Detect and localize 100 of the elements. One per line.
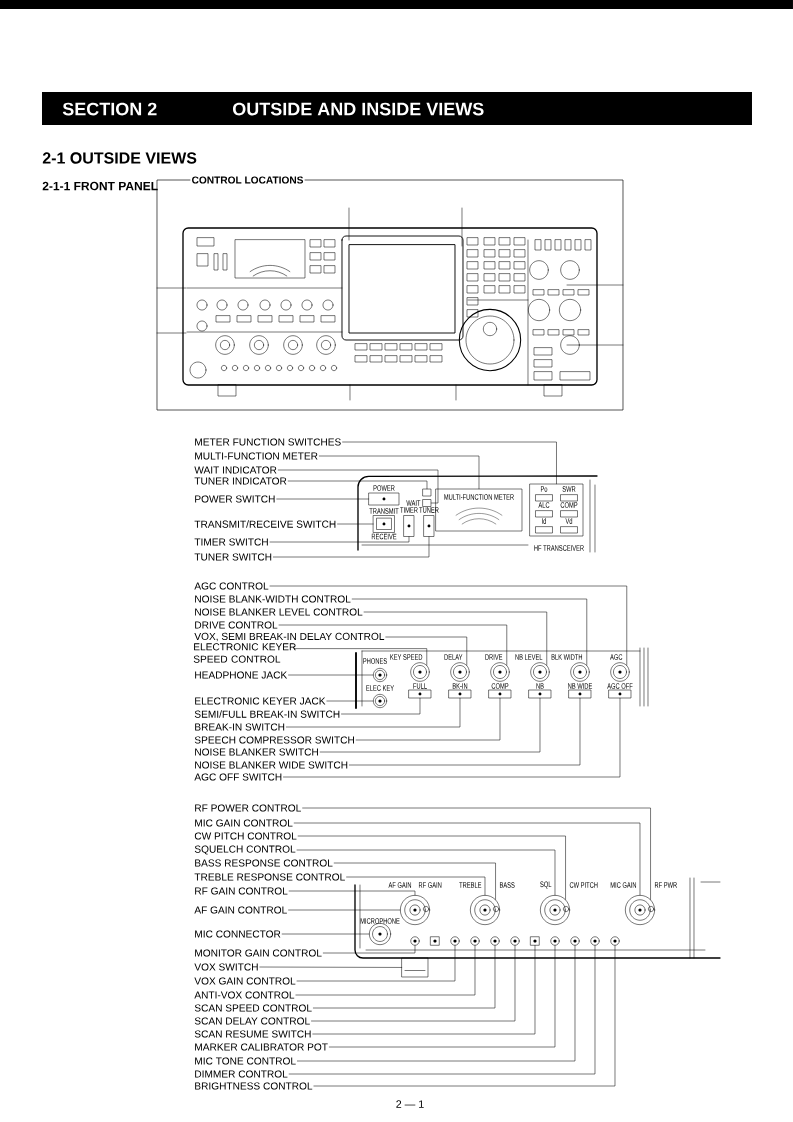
panel-label: POWER — [373, 485, 395, 491]
callout-label: TUNER INDICATOR — [194, 477, 287, 485]
panel-label: SQL — [540, 881, 552, 889]
panel-label: TREBLE — [459, 882, 482, 888]
panel-label: AF GAIN — [388, 882, 412, 888]
callout-label: DIMMER CONTROL — [195, 1070, 288, 1078]
panel-label: MULTI-FUNCTION METER — [444, 494, 514, 500]
callout-label: MIC GAIN CONTROL — [195, 819, 293, 827]
section-header: SECTION 2 OUTSIDE AND INSIDE VIEWS — [42, 92, 752, 125]
leader-line — [281, 933, 370, 935]
callout-label: VOX GAIN CONTROL — [194, 977, 296, 985]
leader-line — [313, 945, 496, 1009]
callout-label: TUNER SWITCH — [194, 553, 272, 561]
leader-line — [295, 945, 476, 996]
leader-line — [385, 636, 468, 666]
leader-line — [297, 835, 566, 900]
panel-label: ALC — [538, 502, 550, 508]
leader-line — [276, 498, 369, 500]
callout-label: BRIGHTNESS CONTROL — [195, 1082, 313, 1090]
leader-line — [288, 890, 416, 896]
leader-line — [342, 441, 557, 484]
leader-line — [355, 698, 501, 741]
panel-label: NB — [536, 683, 544, 689]
callout-label: METER FUNCTION SWITCHES — [195, 438, 341, 446]
panel-label: FULL — [413, 683, 427, 689]
callout-label: MONITOR GAIN CONTROL — [195, 949, 322, 957]
panel-label: ELEC KEY — [366, 685, 394, 691]
control-knob — [590, 936, 600, 946]
callout-label: NOISE BLANKER WIDE SWITCH — [195, 761, 348, 769]
push-switch — [530, 936, 540, 946]
panel-label: Id — [542, 518, 546, 524]
panel-label: NB WIDE — [568, 683, 593, 689]
panel-label: TRANSMIT — [369, 508, 399, 514]
panel-label: MICROPHONE — [360, 918, 400, 924]
callout-label: BASS RESPONSE CONTROL — [195, 859, 333, 867]
callout-label: MULTI-FUNCTION METER — [195, 452, 318, 460]
panel-label: DELAY — [444, 654, 463, 660]
leader-line — [329, 945, 556, 1048]
section-heading: 2-1 OUTSIDE VIEWS — [42, 152, 197, 164]
control-knob — [550, 936, 560, 946]
leader-line — [293, 822, 641, 896]
callout-label: AGC OFF SWITCH — [194, 773, 282, 781]
panel-label: RF PWR — [654, 882, 677, 888]
leader-line — [313, 945, 616, 1087]
callout-label: NOISE BLANKER LEVEL CONTROL — [195, 608, 363, 616]
panel-label: NB LEVEL — [515, 654, 543, 660]
panel-label: AGC — [610, 654, 623, 660]
panel-label: COMP — [491, 683, 509, 689]
label: SECTION 2 — [62, 102, 157, 116]
callout-label: SCAN RESUME SWITCH — [194, 1030, 311, 1038]
panel-label: Vd — [565, 518, 573, 524]
leader-line — [346, 876, 486, 896]
callout-label: SEMI/FULL BREAK-IN SWITCH — [194, 710, 340, 718]
panel-label: WAIT — [406, 500, 421, 506]
leader-line — [288, 674, 374, 676]
panel-label: TIMER — [400, 507, 418, 513]
control-knob — [610, 936, 620, 946]
panel-label: RECEIVE — [371, 533, 397, 540]
slide-switch — [401, 957, 429, 978]
leader-line — [259, 966, 402, 968]
leader-line — [297, 945, 576, 1062]
panel-label: MIC GAIN — [610, 882, 637, 888]
panel-label: KEY SPEED — [390, 654, 423, 660]
label: OUTSIDE AND INSIDE VIEWS — [233, 102, 484, 116]
callout-label: ELECTRONIC KEYER SPEED CONTROL — [193, 643, 296, 663]
callout-label: NOISE BLANKER SWITCH — [195, 748, 318, 756]
leader-line — [333, 862, 496, 900]
panel-label: AGC OFF — [607, 683, 633, 689]
callout-label: MIC TONE CONTROL — [195, 1057, 296, 1065]
control-knob — [570, 936, 580, 946]
leader-line — [349, 698, 581, 766]
callout-label: TREBLE RESPONSE CONTROL — [194, 873, 345, 881]
leader-line — [319, 698, 541, 753]
leader-line — [319, 455, 480, 489]
page-number: 2 — 1 — [396, 1100, 424, 1108]
callout-label: NOISE BLANK-WIDTH CONTROL — [195, 595, 351, 603]
panel-label: BASS — [499, 882, 515, 888]
leader-line — [311, 945, 516, 1022]
panel-label: BK-IN — [452, 683, 468, 689]
callout-label: AGC CONTROL — [194, 582, 269, 590]
callout-label: WAIT INDICATOR — [194, 466, 277, 474]
leader-line — [326, 700, 374, 702]
callout-label: ANTI-VOX CONTROL — [194, 991, 295, 999]
leader-line — [296, 849, 556, 896]
leader-line — [363, 611, 548, 666]
callout-label: TIMER SWITCH — [194, 538, 268, 546]
leader-line — [323, 945, 416, 954]
callout-label: BREAK-IN SWITCH — [195, 723, 285, 731]
leader-line — [283, 698, 621, 778]
control-knob — [470, 936, 480, 946]
callout-label: DRIVE CONTROL — [195, 621, 278, 629]
panel-label: HF TRANSCEIVER — [534, 545, 584, 551]
callout-label: CW PITCH CONTROL — [194, 832, 297, 840]
leader-line — [287, 480, 428, 489]
callout-label: MARKER CALIBRATOR POT — [195, 1043, 328, 1051]
leader-line — [269, 536, 410, 543]
callout-label: ELECTRONIC KEYER JACK — [195, 697, 326, 705]
callout-label: RF GAIN CONTROL — [195, 887, 288, 895]
leader-line — [273, 536, 430, 558]
callout-label: AF GAIN CONTROL — [194, 906, 287, 914]
